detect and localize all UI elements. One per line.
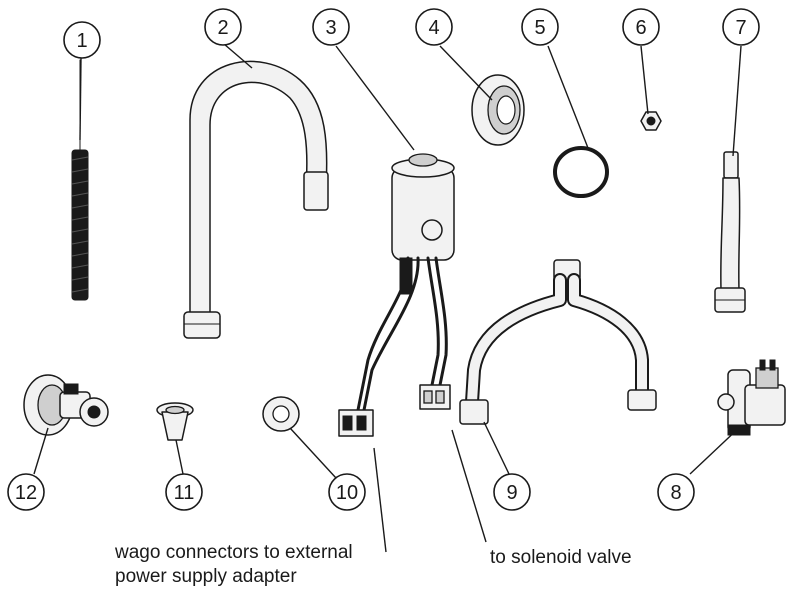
part-1-threaded-rod bbox=[71, 59, 89, 301]
callout-3-label: 3 bbox=[325, 17, 336, 39]
callout-10-label: 10 bbox=[336, 482, 358, 504]
callout-4-label: 4 bbox=[428, 17, 439, 39]
callout-5-label: 5 bbox=[534, 17, 545, 39]
callout-8-label: 8 bbox=[670, 482, 681, 504]
callout-10: 10 bbox=[328, 473, 366, 511]
callout-6: 6 bbox=[622, 8, 660, 46]
part-11-grommet bbox=[156, 402, 194, 441]
part-6-nut bbox=[640, 111, 662, 131]
callout-1-label: 1 bbox=[76, 30, 87, 52]
callout-2: 2 bbox=[204, 8, 242, 46]
callout-9: 9 bbox=[493, 473, 531, 511]
part-8-solenoid-valve bbox=[717, 359, 786, 436]
callout-11: 11 bbox=[165, 473, 203, 511]
part-4-rosette bbox=[471, 74, 525, 146]
part-3-sensor-body bbox=[338, 153, 455, 437]
part-7-flexible-hose bbox=[714, 151, 746, 313]
part-12-angle-valve bbox=[23, 374, 109, 436]
callout-5: 5 bbox=[521, 8, 559, 46]
callout-7: 7 bbox=[722, 8, 760, 46]
callout-11-label: 11 bbox=[174, 482, 195, 504]
callout-8: 8 bbox=[657, 473, 695, 511]
wago-connectors-note: wago connectors to external power supply… bbox=[115, 541, 353, 589]
solenoid-valve-note: to solenoid valve bbox=[490, 547, 632, 568]
callout-2-label: 2 bbox=[217, 17, 228, 39]
leader-lines bbox=[33, 43, 743, 553]
callout-6-label: 6 bbox=[635, 17, 646, 39]
part-9-y-hose bbox=[459, 259, 657, 425]
wago-note-line-2: power supply adapter bbox=[115, 566, 297, 587]
callout-9-label: 9 bbox=[506, 482, 517, 504]
callout-4: 4 bbox=[415, 8, 453, 46]
callout-12-label: 12 bbox=[15, 482, 37, 504]
callout-3: 3 bbox=[312, 8, 350, 46]
part-5-o-ring bbox=[553, 146, 609, 198]
part-2-gooseneck-spout bbox=[183, 60, 329, 339]
callout-12: 12 bbox=[7, 473, 45, 511]
callout-1: 1 bbox=[63, 21, 101, 59]
part-10-washer bbox=[262, 396, 300, 432]
wago-note-line-1: wago connectors to external bbox=[115, 542, 353, 563]
callout-7-label: 7 bbox=[735, 17, 746, 39]
